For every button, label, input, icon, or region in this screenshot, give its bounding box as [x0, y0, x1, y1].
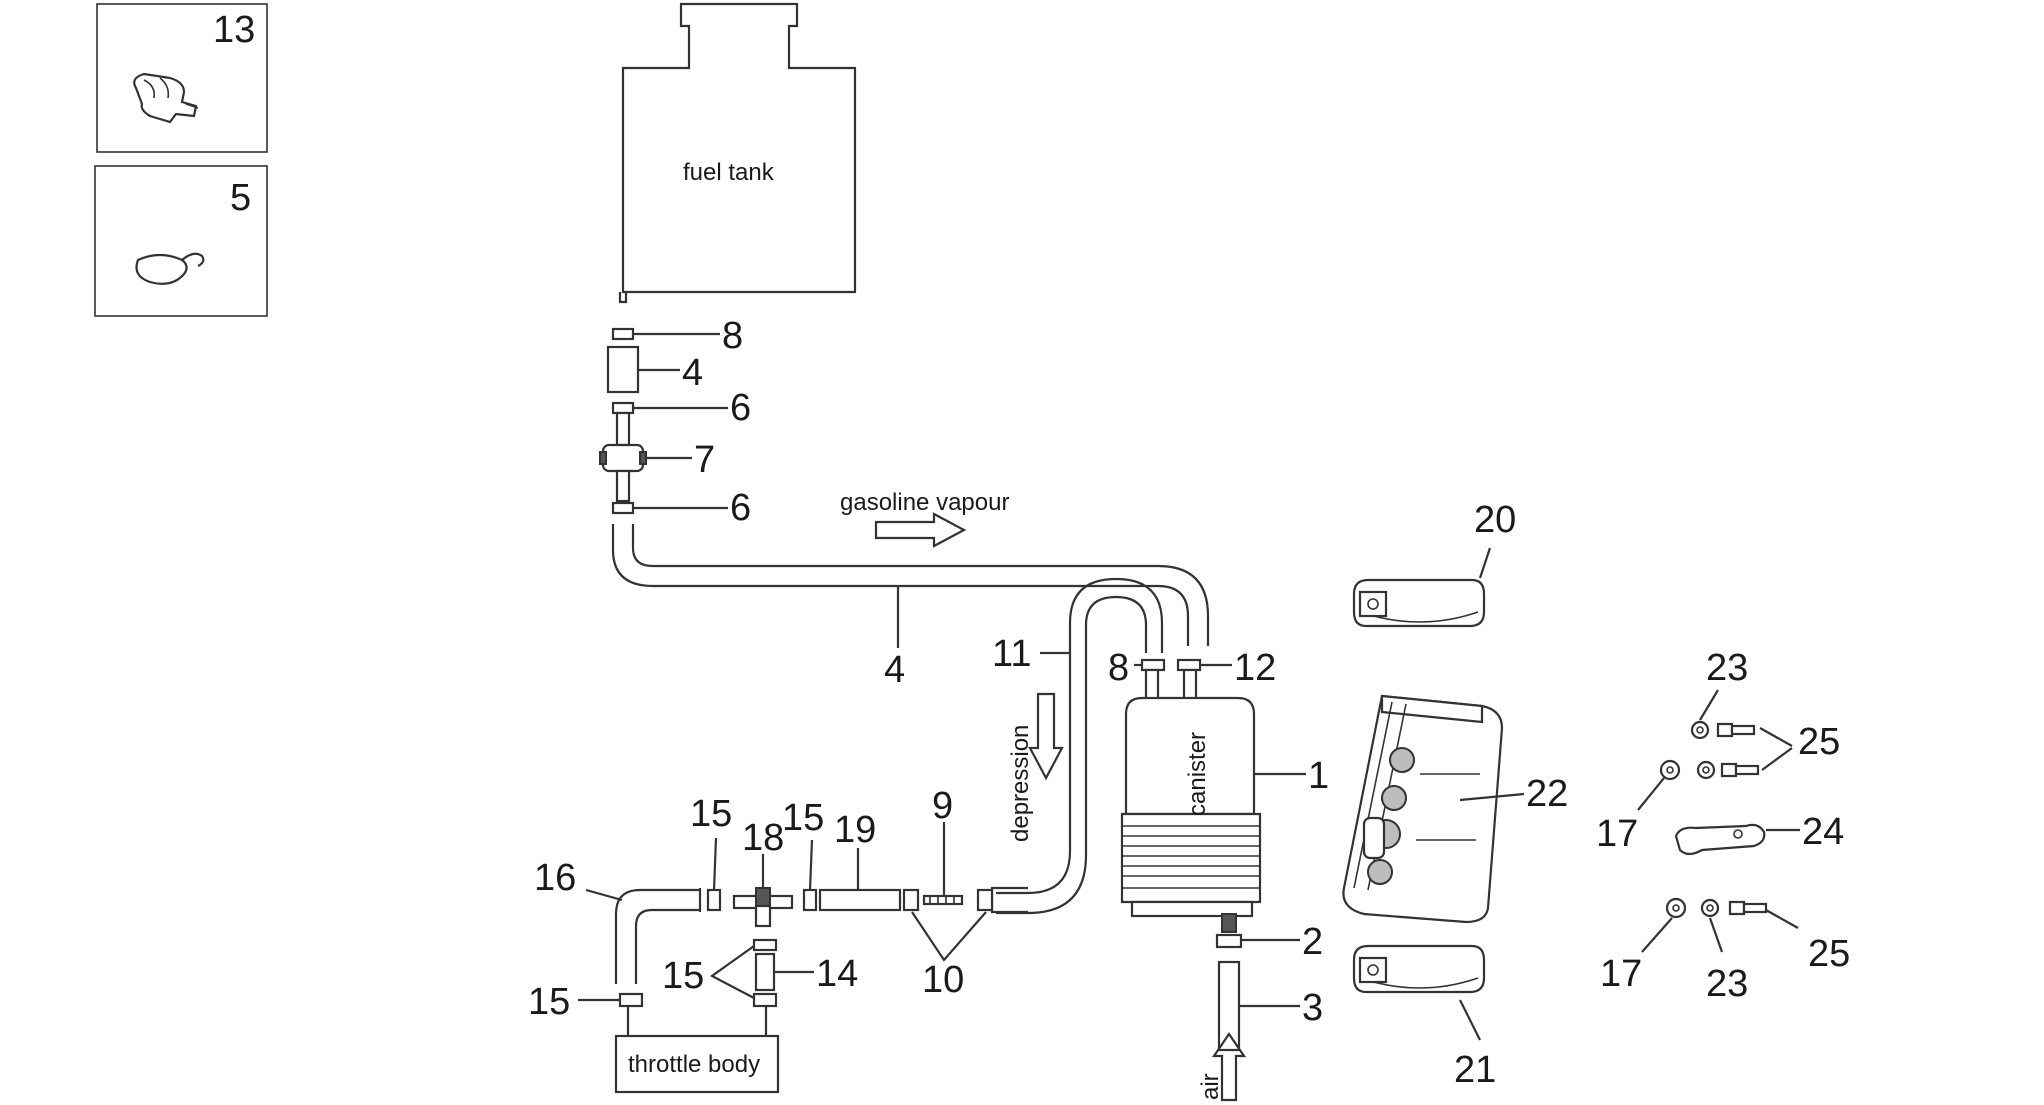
- callout-20: 20: [1474, 499, 1516, 541]
- part-8-canister: [1140, 658, 1166, 672]
- callout-23-top: 23: [1706, 647, 1748, 689]
- inset-part-13: 13: [96, 3, 268, 153]
- callout-23-bot: 23: [1706, 963, 1748, 1005]
- throttle-body: [614, 1034, 780, 1094]
- part-19-hose: [818, 888, 902, 912]
- callout-1: 1: [1308, 755, 1329, 797]
- part-15-d: [618, 992, 644, 1008]
- part-15-a: [706, 888, 722, 912]
- callout-17-top: 17: [1596, 813, 1638, 855]
- callout-19: 19: [834, 809, 876, 851]
- part-15-c-top: [752, 938, 778, 952]
- callout-13: 13: [213, 9, 255, 51]
- part-20-clamp: [1352, 578, 1486, 628]
- part-1-canister: canister: [1120, 668, 1262, 933]
- callout-21: 21: [1454, 1049, 1496, 1091]
- part-22-intake: [1342, 694, 1504, 924]
- part-14-hose: [754, 952, 776, 992]
- callout-18: 18: [742, 817, 784, 859]
- hose-clip-icon: [133, 72, 199, 124]
- part-18-tee: [732, 887, 794, 928]
- cable-tie-icon: [135, 252, 205, 285]
- vapour-arrow-icon: [874, 512, 967, 548]
- callout-16: 16: [534, 857, 576, 899]
- depression-label: depression: [1007, 725, 1034, 842]
- canister-label: canister: [1184, 732, 1211, 816]
- part-24-bracket: [1674, 823, 1766, 856]
- callout-4-hose: 4: [884, 649, 905, 691]
- part-15-b: [802, 888, 818, 912]
- callout-4-top: 4: [682, 352, 703, 394]
- callout-6-b: 6: [730, 487, 751, 529]
- gasoline-vapour-label: gasoline vapour: [840, 489, 1009, 516]
- part-6-a: [611, 401, 635, 415]
- inset-part-5: 5: [94, 165, 268, 317]
- callout-15-a: 15: [690, 793, 732, 835]
- throttle-body-label: throttle body: [628, 1051, 760, 1078]
- callout-24: 24: [1802, 811, 1844, 853]
- part-6-b: [611, 501, 635, 515]
- hardware-upper: [1659, 720, 1760, 781]
- part-10-b: [902, 888, 920, 912]
- part-8-top: [611, 327, 635, 341]
- depression-arrow-icon: [1028, 692, 1064, 781]
- callout-2: 2: [1302, 921, 1323, 963]
- callout-8-top: 8: [722, 315, 743, 357]
- hardware-lower: [1665, 897, 1768, 919]
- callout-10: 10: [922, 959, 964, 1001]
- callout-5: 5: [230, 177, 251, 219]
- fuel-tank-label: fuel tank: [683, 159, 775, 186]
- callout-15-b: 15: [782, 797, 824, 839]
- part-15-c-bot: [752, 992, 778, 1008]
- callout-9: 9: [932, 785, 953, 827]
- part-2: [1215, 933, 1243, 949]
- callout-14: 14: [816, 953, 858, 995]
- callout-22: 22: [1526, 773, 1568, 815]
- fuel-tank: fuel tank: [618, 2, 857, 304]
- callout-11: 11: [992, 633, 1031, 675]
- callout-15-d: 15: [528, 981, 570, 1023]
- air-arrow-icon: [1211, 1032, 1247, 1102]
- callout-12: 12: [1234, 647, 1276, 689]
- part-21-clamp: [1352, 944, 1486, 994]
- part-10-a: [976, 888, 994, 912]
- part-4-hose-piece: [606, 345, 640, 394]
- callout-15-c: 15: [662, 955, 704, 997]
- part-12: [1176, 658, 1202, 672]
- callout-7: 7: [694, 439, 715, 481]
- callout-17-bot: 17: [1600, 953, 1642, 995]
- callout-8-canister: 8: [1108, 647, 1129, 689]
- callout-25-top: 25: [1798, 721, 1840, 763]
- callout-6-a: 6: [730, 387, 751, 429]
- part-7-valve: [599, 411, 647, 503]
- callout-3: 3: [1302, 987, 1323, 1029]
- air-label: air: [1197, 1073, 1224, 1100]
- part-3-hose: [1217, 960, 1241, 1052]
- callout-25-bot: 25: [1808, 933, 1850, 975]
